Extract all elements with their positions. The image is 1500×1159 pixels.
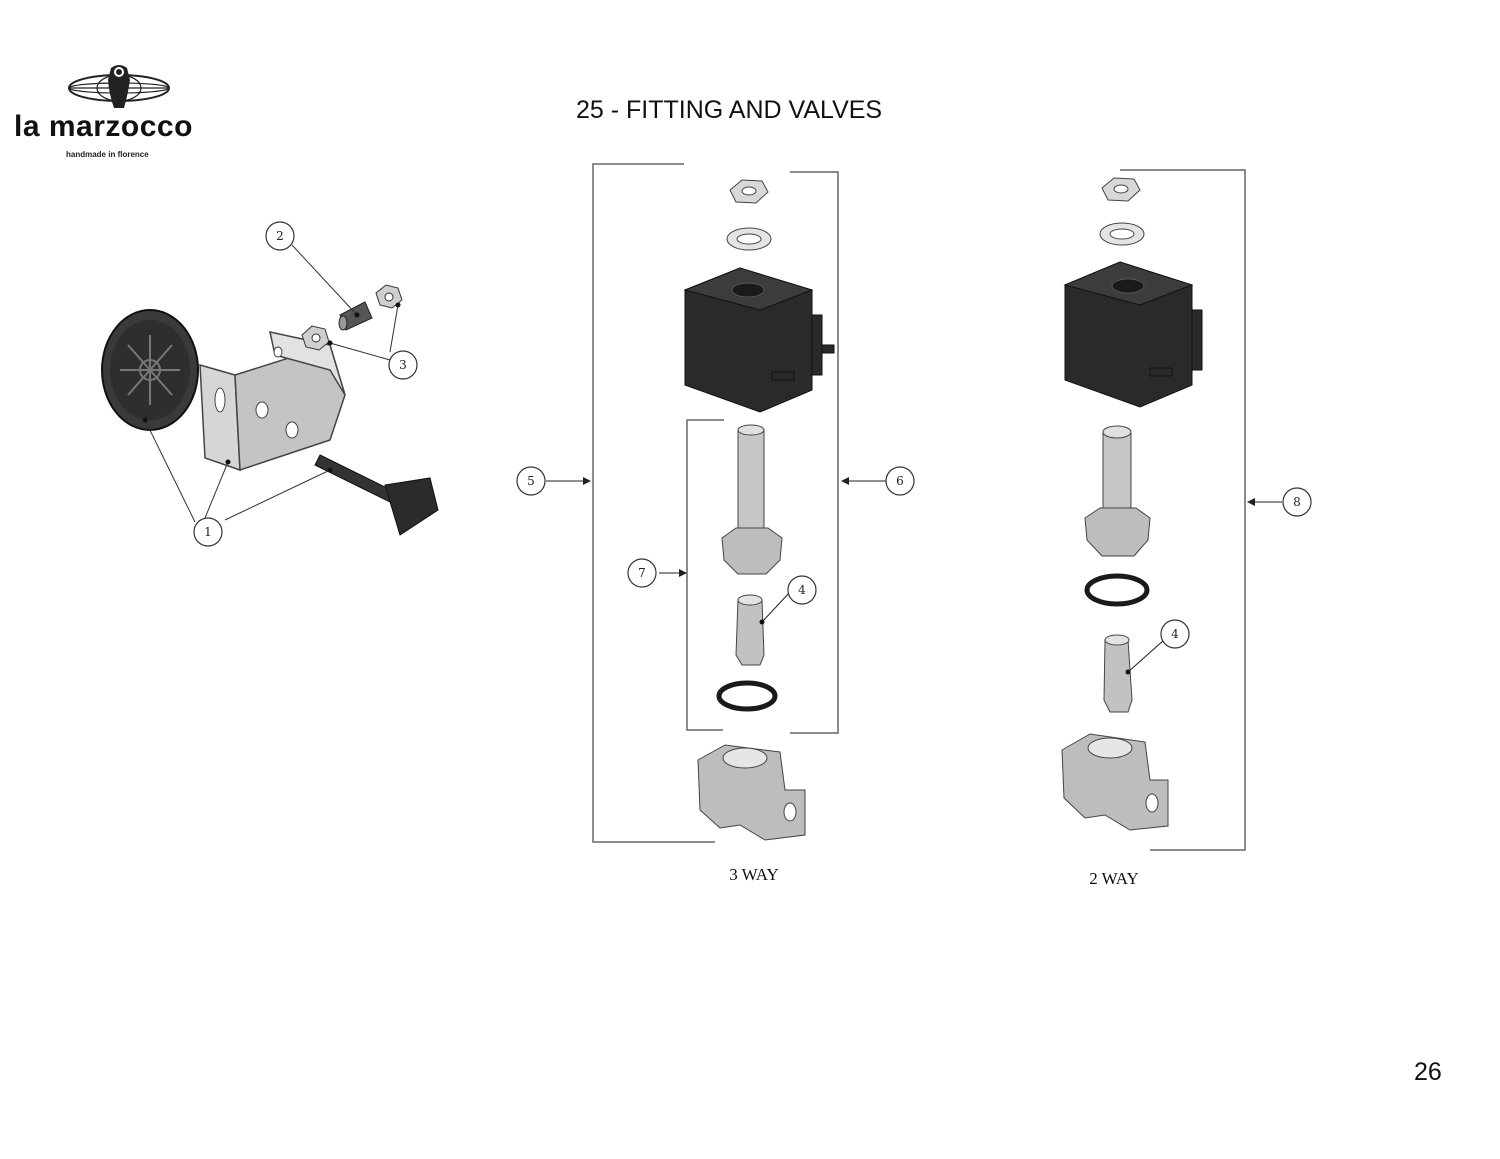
brand-tagline: handmade in florence	[66, 150, 149, 159]
svg-text:6: 6	[896, 474, 904, 488]
screw-part	[314, 454, 439, 536]
washer-part-3way	[726, 227, 772, 251]
callout-2: 2	[265, 221, 295, 251]
svg-text:3: 3	[399, 358, 407, 372]
solenoid-coil-part-3way	[683, 267, 835, 413]
svg-text:2: 2	[276, 229, 284, 243]
gear-knob-part	[101, 309, 199, 431]
core-tube-part-2way	[1084, 425, 1151, 557]
bracket-part	[199, 331, 346, 472]
valve-body-part-2way	[1061, 733, 1169, 831]
nut-part-upper	[375, 284, 403, 309]
callout-7: 7	[627, 558, 657, 588]
three-way-valve-group	[546, 163, 886, 843]
callout-6: 6	[885, 466, 915, 496]
solenoid-coil-part-2way	[1063, 261, 1203, 408]
label-3-way: 3 WAY	[729, 865, 779, 884]
callout-5: 5	[516, 466, 546, 496]
callout-3: 3	[388, 350, 418, 380]
o-ring-part-3way	[716, 680, 778, 712]
page-title: 25 - FITTING AND VALVES	[576, 96, 883, 124]
callout-1: 1	[193, 517, 223, 547]
svg-text:5: 5	[527, 474, 535, 488]
brand-name: la marzocco	[14, 110, 193, 143]
svg-text:8: 8	[1293, 495, 1301, 509]
bracket-assembly	[101, 244, 439, 536]
nut-part-3way	[729, 179, 769, 204]
callout-4-2way: 4	[1160, 619, 1190, 649]
o-ring-part-2way	[1084, 573, 1150, 607]
plunger-part-3way	[735, 594, 765, 666]
svg-text:7: 7	[638, 566, 646, 580]
svg-text:4: 4	[798, 583, 806, 597]
nut-part-lower	[301, 325, 330, 351]
plunger-part-2way	[1103, 634, 1133, 713]
label-2-way: 2 WAY	[1089, 869, 1139, 888]
two-way-valve-group	[1061, 169, 1282, 851]
nut-part-2way	[1101, 177, 1141, 202]
callout-4-3way: 4	[787, 575, 817, 605]
lion-globe-icon	[68, 65, 170, 108]
page-number: 26	[1414, 1058, 1442, 1086]
svg-text:4: 4	[1171, 627, 1179, 641]
callout-8: 8	[1282, 487, 1312, 517]
valve-body-part-3way	[697, 744, 806, 841]
core-tube-part-3way	[721, 424, 783, 575]
svg-text:1: 1	[204, 525, 212, 539]
brand-logo: la marzocco handmade in florence	[14, 64, 199, 164]
washer-part-2way	[1099, 222, 1145, 246]
